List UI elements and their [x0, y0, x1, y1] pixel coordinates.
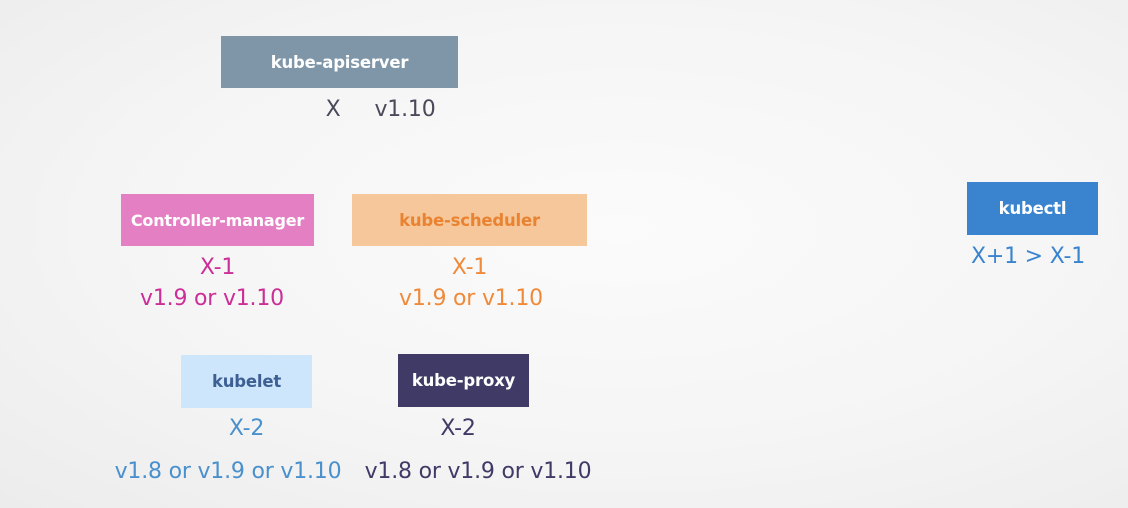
kube-apiserver-version-var: X [325, 97, 341, 122]
kube-apiserver-label: kube-apiserver [270, 52, 409, 72]
kube-scheduler-label: kube-scheduler [399, 210, 540, 230]
kubectl-box: kubectl [967, 182, 1098, 235]
kube-proxy-version-var: X-2 [440, 416, 476, 441]
kube-scheduler-versions: v1.9 or v1.10 [399, 286, 543, 311]
kubelet-box: kubelet [181, 355, 312, 408]
kube-apiserver-box: kube-apiserver [221, 36, 458, 88]
controller-manager-box: Controller-manager [121, 194, 314, 246]
controller-manager-versions: v1.9 or v1.10 [140, 286, 284, 311]
kube-proxy-versions: v1.8 or v1.9 or v1.10 [364, 459, 592, 484]
kube-apiserver-version: v1.10 [374, 97, 436, 122]
kubelet-versions: v1.8 or v1.9 or v1.10 [114, 459, 342, 484]
kube-proxy-label: kube-proxy [411, 371, 516, 390]
controller-manager-label: Controller-manager [130, 210, 305, 230]
kube-proxy-box: kube-proxy [398, 354, 529, 407]
kubectl-label: kubectl [998, 199, 1067, 218]
kube-scheduler-version-var: X-1 [451, 255, 488, 280]
kubelet-label: kubelet [211, 372, 282, 391]
kubectl-version-range: X+1 > X-1 [970, 244, 1086, 269]
kubelet-version-var: X-2 [228, 416, 265, 441]
kube-scheduler-box: kube-scheduler [352, 194, 587, 246]
controller-manager-version-var: X-1 [199, 255, 236, 280]
